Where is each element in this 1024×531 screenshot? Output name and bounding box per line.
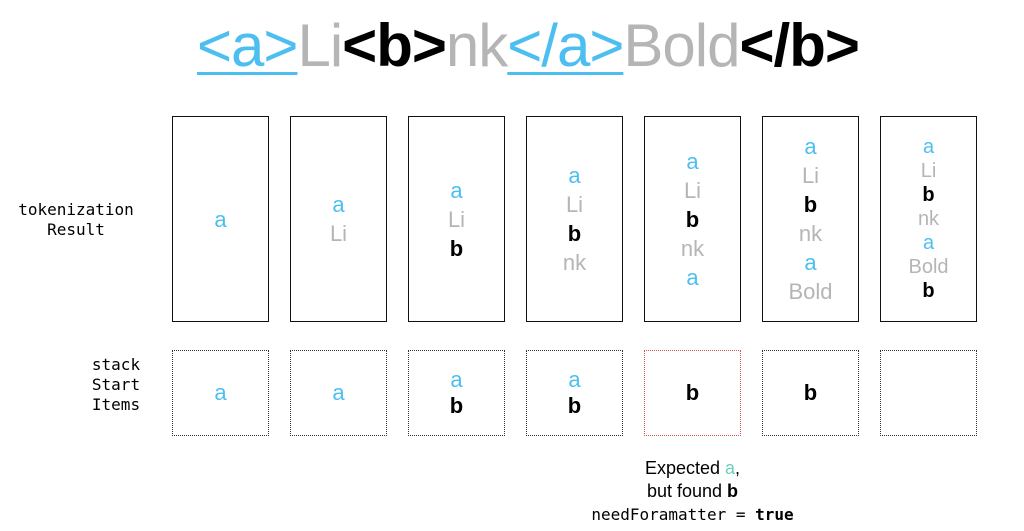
result-item-text: Li — [920, 160, 937, 182]
result-item-a: a — [804, 250, 817, 275]
stack-item-b: b — [685, 380, 700, 405]
headline-token-text: Li — [297, 12, 343, 79]
stack-box-step-2: a — [290, 350, 387, 436]
stack-box-step-5: b — [644, 350, 741, 436]
result-item-b: b — [803, 192, 818, 217]
result-item-b: b — [567, 221, 582, 246]
stack-item-b: b — [803, 380, 818, 405]
note-line-found: but found b — [646, 481, 739, 501]
tokenization-result-label: tokenization Result — [18, 200, 134, 239]
result-item-a: a — [450, 177, 463, 203]
headline-token-a: </a> — [507, 12, 624, 79]
result-item-text: nk — [917, 208, 940, 230]
stack-item-b: b — [567, 393, 582, 418]
result-item-text: Li — [447, 206, 466, 232]
headline-html-source: <a>Li<b>nk</a>Bold</b> — [197, 10, 860, 82]
headline-token-text: nk — [445, 12, 508, 79]
stack-item-a: a — [568, 367, 581, 392]
result-item-a: a — [332, 192, 345, 217]
stack-item-a: a — [450, 367, 463, 392]
result-item-text: Bold — [908, 256, 949, 278]
result-item-text: Bold — [788, 279, 833, 304]
stack-item-b: b — [449, 393, 464, 418]
stack-box-step-1: a — [172, 350, 269, 436]
note-line-expected: Expected a, — [644, 458, 741, 478]
note-found-tag: b — [727, 481, 739, 501]
headline-token-a: <a> — [197, 12, 298, 79]
result-item-text: nk — [562, 250, 587, 275]
stack-box-step-7 — [880, 350, 977, 436]
result-item-text: Li — [801, 163, 820, 188]
result-item-text: Li — [565, 192, 584, 217]
note-expected-tag: a — [725, 458, 736, 478]
result-item-text: nk — [680, 235, 705, 261]
result-item-a: a — [214, 206, 227, 232]
result-item-a: a — [568, 163, 581, 188]
result-item-b: b — [922, 184, 935, 206]
stack-item-a: a — [332, 380, 345, 405]
note-line-flag: needForamatter = true — [591, 505, 794, 524]
result-item-b: b — [922, 280, 935, 302]
stack-start-items-label: stack Start Items — [91, 355, 141, 414]
result-item-text: Li — [683, 177, 702, 203]
result-item-a: a — [922, 136, 935, 158]
result-item-a: a — [686, 148, 699, 174]
note-flag-value: true — [755, 505, 794, 524]
result-item-a: a — [804, 134, 817, 159]
result-item-text: nk — [798, 221, 823, 246]
result-item-b: b — [685, 206, 700, 232]
result-box-step-1: a — [172, 116, 269, 322]
stack-box-step-6: b — [762, 350, 859, 436]
headline-token-b: </b> — [739, 12, 859, 79]
headline-token-text: Bold — [623, 12, 740, 79]
error-note: Expected a, but found b needForamatter =… — [560, 457, 825, 526]
result-item-text: Li — [329, 221, 348, 246]
headline-token-b: <b> — [342, 12, 447, 79]
result-item-a: a — [686, 264, 699, 290]
result-item-a: a — [922, 232, 935, 254]
stack-item-a: a — [214, 380, 227, 405]
result-item-b: b — [449, 235, 464, 261]
